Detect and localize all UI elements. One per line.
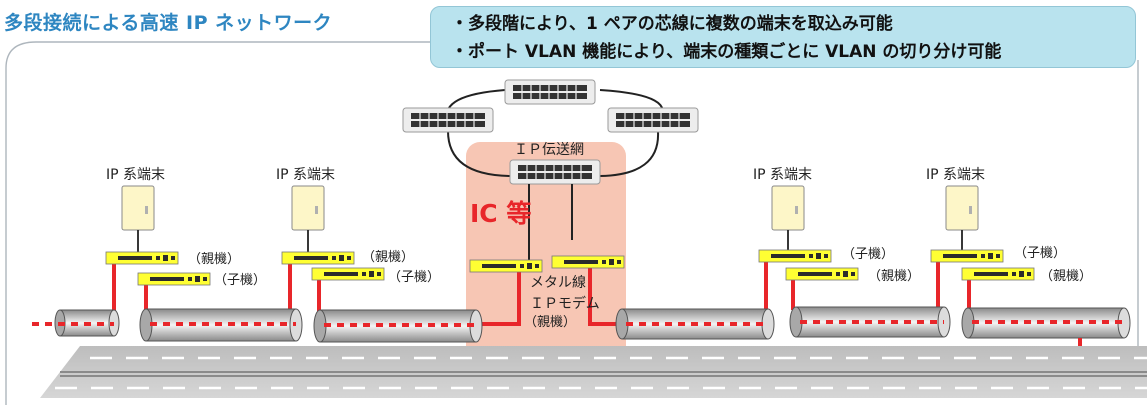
cable-3 [313,309,483,343]
switch-top [504,79,596,105]
modem-4-child [930,249,1004,263]
role-label-4a: （子機） [1014,246,1066,261]
modem-1-child [137,272,211,286]
switch-links [528,184,573,260]
frame [5,41,430,405]
terminal-label-1: IP 系端末 [106,167,165,183]
terminal-2 [291,185,325,231]
terminal-3 [771,185,805,231]
callout-line-1: ・多段階により、1 ペアの芯線に複数の端末を取込み可能 [451,14,893,34]
ip-network-label: ＩＰ伝送網 [514,142,584,158]
terminal-1 [121,185,155,231]
modem-3-parent [785,267,859,281]
terminal-4 [945,185,979,231]
terminal-links [137,230,963,252]
modem-ic-2 [551,255,625,269]
modem-1-parent [105,251,179,265]
role-label-3b: （親機） [868,269,920,284]
terminal-label-3: IP 系端末 [753,167,812,183]
modem-ic-1 [469,259,543,273]
role-label-2a: （親機） [362,250,414,265]
modem-2-parent [281,251,355,265]
role-label-3a: （子機） [842,247,894,262]
ip-modem-label: ＩＰモデム [530,295,600,312]
ic-label: IC 等 [470,199,531,228]
metal-line-label: メタル線 [530,275,586,291]
ip-modem-role-label: （親機） [524,315,576,330]
terminal-label-2: IP 系端末 [276,167,335,183]
modem-2-child [311,267,385,281]
role-label-2b: （子機） [388,270,440,285]
switch-right [607,107,699,133]
role-label-4b: （親機） [1040,269,1092,284]
switch-left [402,107,494,133]
road [40,346,1147,398]
switch-center [509,159,601,185]
callout-line-2: ・ポート VLAN 機能により、端末の種類ごとに VLAN の切り分け可能 [451,42,1002,62]
cable-6 [961,307,1131,339]
red-dashed-line [32,320,1124,327]
role-label-1b: （子機） [214,273,266,288]
info-callout: ・多段階により、1 ペアの芯線に複数の端末を取込み可能 ・ポート VLAN 機能… [430,6,1136,68]
modem-3-child [758,249,832,263]
terminal-label-4: IP 系端末 [926,167,985,183]
role-label-1a: （親機） [188,252,240,267]
modem-4-parent [961,267,1035,281]
page-title: 多段接続による高速 IP ネットワーク [4,12,333,34]
ic-zone [466,142,626,367]
